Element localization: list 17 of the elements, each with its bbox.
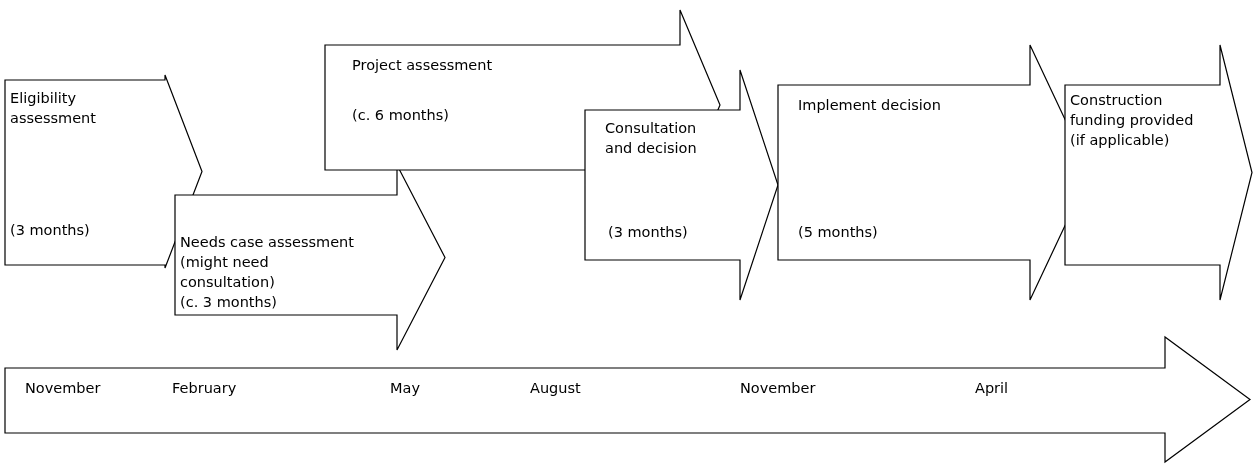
stage-label: Eligibility assessment xyxy=(10,89,97,128)
month-label: August xyxy=(530,379,582,398)
month-label: February xyxy=(172,379,238,398)
duration-label: (3 months) xyxy=(608,223,689,242)
stage-label: Project assessment xyxy=(352,56,494,75)
stage-label: Needs case assessment (might need consultation) xyxy=(180,233,355,292)
duration-label: (c. 6 months) xyxy=(352,106,450,125)
duration-label: (c. 3 months) xyxy=(180,293,278,312)
duration-label: (5 months) xyxy=(798,223,879,242)
month-label: November xyxy=(25,379,102,398)
stage-label: Consultation and decision xyxy=(605,119,698,158)
stage-label: Construction funding provided (if applicable) xyxy=(1070,91,1195,150)
duration-label: (3 months) xyxy=(10,221,91,240)
month-label: April xyxy=(975,379,1010,398)
month-label: May xyxy=(390,379,421,398)
month-label: November xyxy=(740,379,817,398)
stage-label: Implement decision xyxy=(798,96,942,115)
